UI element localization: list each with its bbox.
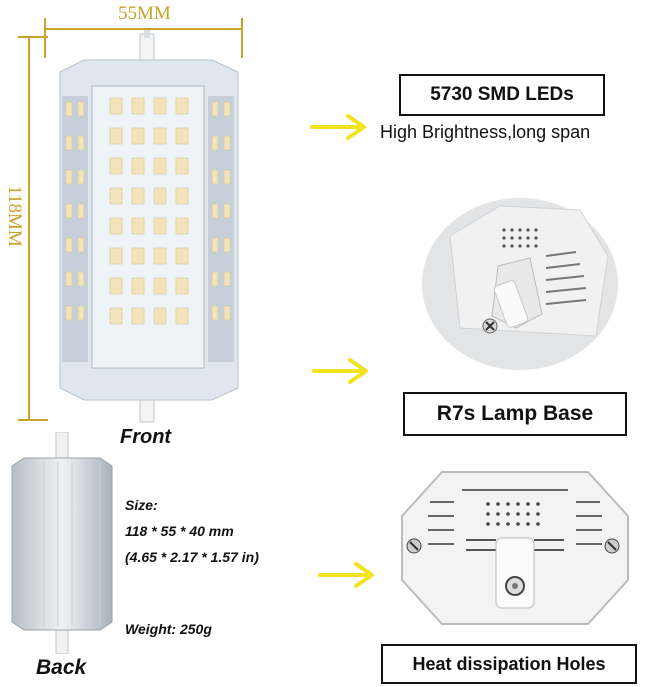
front-caption: Front (120, 426, 172, 448)
width-dimension-label: 55MM (118, 3, 171, 24)
height-dimension-label: 118MM (4, 185, 25, 247)
lamp-base-closeup-image (420, 196, 620, 372)
heat-holes-closeup-image (392, 462, 638, 630)
height-dimension-tick-bottom (18, 419, 48, 421)
arrow-icon-base (312, 358, 368, 384)
size-mm: 118 * 55 * 40 mm (125, 523, 234, 539)
back-lamp-image (6, 431, 118, 655)
arrow-icon-leds (310, 114, 366, 140)
base-title: R7s Lamp Base (436, 402, 594, 425)
leds-subtitle: High Brightness,long span (380, 122, 591, 142)
specs-block: Size: 118 * 55 * 40 mm (4.65 * 2.17 * 1.… (125, 492, 325, 570)
holes-title: Heat dissipation Holes (412, 653, 606, 674)
width-dimension-tick-right (241, 18, 243, 58)
width-dimension-tick-left (44, 18, 46, 58)
arrow-icon-specs (318, 562, 374, 588)
height-dimension-line (28, 36, 30, 420)
base-title-box: R7s Lamp Base (403, 392, 627, 436)
size-label: Size: (125, 497, 158, 513)
heat-holes-closeup-drawing (401, 471, 629, 625)
lamp-base-closeup-drawing (422, 198, 618, 370)
height-dimension-tick-top (18, 36, 48, 38)
weight-value: Weight: 250g (125, 621, 212, 637)
width-dimension-line (44, 28, 242, 30)
leds-title-box: 5730 SMD LEDs (399, 74, 605, 116)
back-caption: Back (36, 656, 87, 679)
front-lamp-drawing (59, 30, 239, 423)
back-lamp-drawing (11, 431, 113, 655)
size-inches: (4.65 * 2.17 * 1.57 in) (125, 549, 259, 565)
holes-title-box: Heat dissipation Holes (381, 644, 637, 684)
leds-title: 5730 SMD LEDs (430, 84, 574, 105)
front-lamp-image (48, 30, 248, 430)
